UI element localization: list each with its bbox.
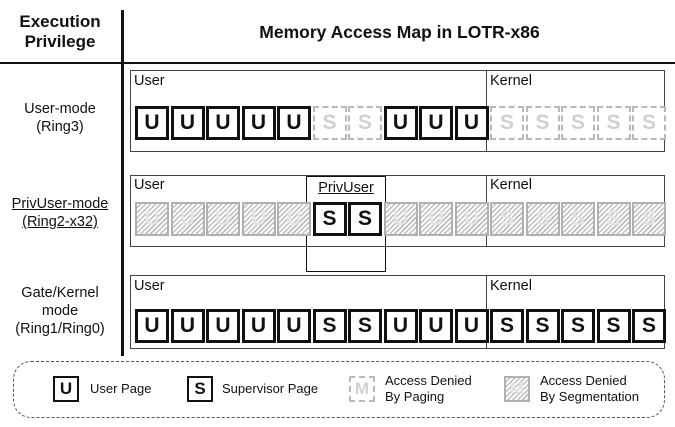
user-page-cell: U [277,202,311,236]
user-page-cell: U [454,309,489,343]
row-label-line: (Ring3) [36,119,84,135]
user-page-cell: U [241,202,276,236]
supervisor-page-cell: S [596,202,631,236]
row-label-user-mode: User-mode (Ring3) [0,100,120,136]
execution-privilege-header: Execution Privilege [19,12,101,51]
legend-supervisor-page-icon: S [187,376,213,402]
privuser-region-label: PrivUser [318,180,374,196]
user-page-cell: U [206,202,240,236]
supervisor-page-cell: S [312,106,347,140]
supervisor-page-cell: S [490,202,524,236]
supervisor-page-cell: S [312,202,347,236]
user-page-cell: U [383,106,418,140]
row-label-privuser-mode: PrivUser-mode (Ring2-x32) [0,195,120,231]
supervisor-page-cell: S [561,106,595,140]
user-page-cell: U [170,309,205,343]
user-page-cell: U [454,202,489,236]
user-page-cell: U [170,202,205,236]
user-page-cell: U [206,309,240,343]
supervisor-page-cell: S [348,106,382,140]
row-label-line: (Ring1/Ring0) [15,321,105,337]
legend-supervisor-page-label: Supervisor Page [222,381,319,396]
header-divider [0,62,675,64]
supervisor-page-cell: S [525,202,560,236]
user-page-cell: U [454,106,489,140]
supervisor-page-cell: S [525,106,560,140]
user-region-label: User [134,177,165,193]
supervisor-page-cell: S [561,309,595,343]
user-page-cell: U [383,202,418,236]
row-label-line: PrivUser-mode [11,196,109,212]
kernel-region-label: Kernel [490,73,532,89]
user-region-label: User [134,73,165,89]
supervisor-page-cell: S [596,309,631,343]
kernel-region-label: Kernel [490,278,532,294]
supervisor-page-cell: S [490,106,524,140]
supervisor-page-cell: S [596,106,631,140]
user-page-cell: U [241,309,276,343]
row-label-gate-kernel-mode: Gate/Kernel mode (Ring1/Ring0) [0,284,120,338]
row-label-line: Gate/Kernel [21,285,99,301]
user-page-cell: U [135,106,169,140]
user-page-cell: U [135,309,169,343]
user-region-label: User [134,278,165,294]
supervisor-page-cell: S [632,106,666,140]
diagram-title: Memory Access Map in LOTR-x86 [259,22,540,42]
user-page-cell: U [383,309,418,343]
user-page-cell: U [277,106,311,140]
user-page-cell: U [277,309,311,343]
legend-denied-segmentation-icon: M [504,376,530,402]
user-page-cell: U [135,202,169,236]
legend-denied-segmentation-label: Access Denied By Segmentation [540,373,640,404]
supervisor-page-cell: S [632,309,666,343]
kernel-region-label: Kernel [490,177,532,193]
supervisor-page-cell: S [632,202,666,236]
legend-denied-paging-icon: M [349,376,375,402]
row-label-line: (Ring2-x32) [22,214,98,230]
supervisor-page-cell: S [312,309,347,343]
supervisor-page-cell: S [525,309,560,343]
row-label-line: User-mode [24,101,96,117]
user-page-cell: U [419,202,453,236]
supervisor-page-cell: S [561,202,595,236]
vertical-divider [121,10,124,356]
row-label-line: mode [41,303,79,319]
supervisor-page-cell: S [348,202,382,236]
user-page-cell: U [170,106,205,140]
user-page-cell: U [419,309,453,343]
legend-denied-paging-label: Access Denied By Paging [385,373,472,404]
supervisor-page-cell: S [490,309,524,343]
user-page-cell: U [241,106,276,140]
legend-box [13,361,665,418]
user-page-cell: U [419,106,453,140]
legend-user-page-label: User Page [90,381,152,396]
user-page-cell: U [206,106,240,140]
supervisor-page-cell: S [348,309,382,343]
legend-user-page-icon: U [53,376,79,402]
